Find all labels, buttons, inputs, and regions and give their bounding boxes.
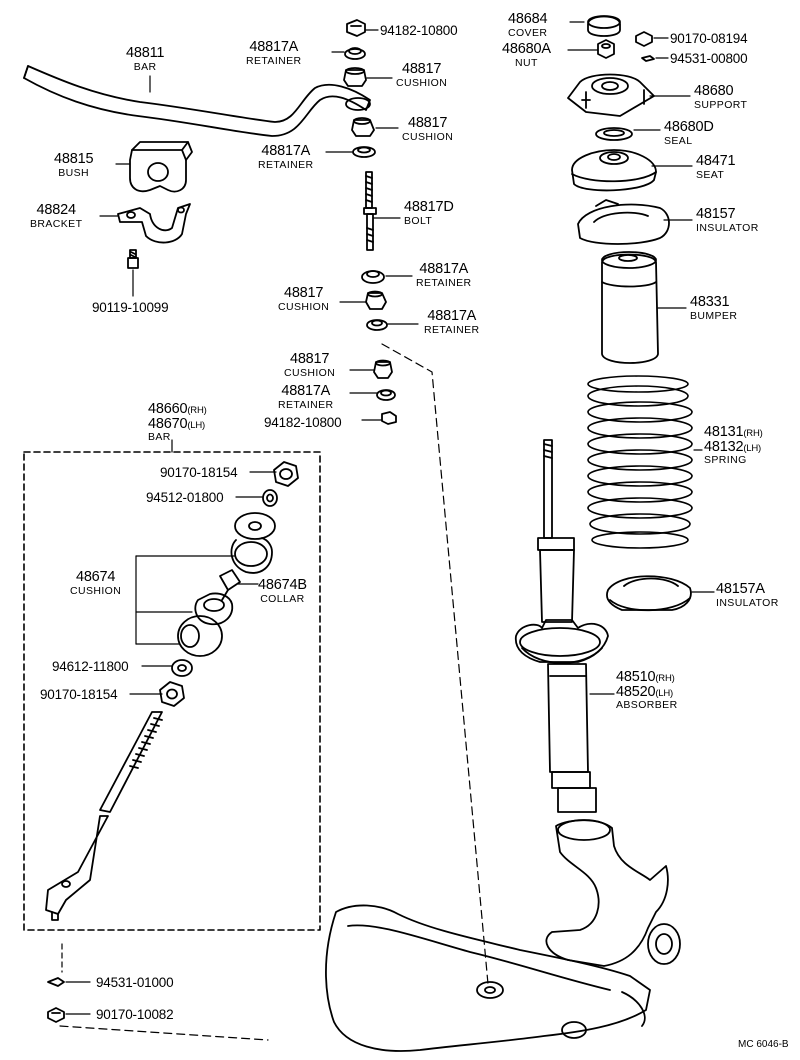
bush-drawing: [129, 141, 193, 193]
lower-control-arm-drawing: [325, 904, 651, 1052]
part-label-48331: 48331 BUMPER: [690, 294, 738, 322]
part-label-94182-top: 94182-10800: [380, 23, 458, 38]
part-label-90170-10082: 90170-10082: [96, 1007, 174, 1022]
part-label-48817-4: 48817 CUSHION: [284, 351, 336, 379]
stabilizer-bar-drawing: [23, 65, 371, 137]
part-label-94182-bottom: 94182-10800: [264, 415, 342, 430]
part-label-90170-18154-b: 90170-18154: [40, 687, 118, 702]
part-label-48680D: 48680D SEAL: [664, 119, 714, 147]
link-stack-drawing: [343, 19, 397, 425]
part-label-48817-2: 48817 CUSHION: [402, 115, 454, 143]
part-label-48157A: 48157A INSULATOR: [716, 581, 779, 609]
part-label-48660-48670: 48660(RH) 48670(LH) BAR: [148, 401, 207, 443]
lower-insulator-drawing: [606, 575, 692, 612]
part-label-48157: 48157 INSULATOR: [696, 206, 759, 234]
part-label-94531-00800: 94531-00800: [670, 51, 748, 66]
part-label-94612-11800: 94612-11800: [52, 659, 129, 674]
part-label-48680: 48680 SUPPORT: [694, 83, 748, 111]
part-label-90170-18154-a: 90170-18154: [160, 465, 238, 480]
part-label-48824: 48824 BRACKET: [30, 202, 83, 230]
part-label-48817A-2: 48817A RETAINER: [258, 143, 314, 171]
part-label-48817D: 48817D BOLT: [404, 199, 454, 227]
part-label-48817-1: 48817 CUSHION: [396, 61, 448, 89]
link-assembly-box: [23, 451, 321, 931]
part-label-48817A-3: 48817A RETAINER: [416, 261, 472, 289]
part-label-48674B: 48674B COLLAR: [258, 577, 307, 605]
strut-top-parts-drawing: [567, 15, 670, 364]
part-label-48811: 48811 BAR: [126, 45, 165, 73]
bolt-90119-drawing: [127, 249, 139, 269]
part-label-48684: 48684 COVER: [508, 11, 548, 39]
bracket-drawing: [117, 203, 191, 244]
part-label-48817A-4: 48817A RETAINER: [424, 308, 480, 336]
part-label-90119-10099: 90119-10099: [92, 300, 169, 315]
part-label-94512-01800: 94512-01800: [146, 490, 224, 505]
part-label-48817A-1: 48817A RETAINER: [246, 39, 302, 67]
part-label-48131-48132: 48131(RH) 48132(LH) SPRING: [704, 424, 763, 466]
small-parts-below-box: [47, 977, 65, 1023]
part-label-48510-48520: 48510(RH) 48520(LH) ABSORBER: [616, 669, 678, 711]
part-label-48471: 48471 SEAT: [696, 153, 736, 181]
part-label-94531-01000: 94531-01000: [96, 975, 174, 990]
part-label-48817-3: 48817 CUSHION: [278, 285, 330, 313]
shock-absorber-drawing: [514, 439, 681, 967]
part-label-90170-08194: 90170-08194: [670, 31, 748, 46]
coil-spring-drawing: [587, 375, 693, 549]
drawing-code: MC 6046-B: [738, 1039, 789, 1050]
link-assembly-drawing: [45, 461, 299, 921]
part-label-48815: 48815 BUSH: [54, 151, 94, 179]
part-label-48817A-5: 48817A RETAINER: [278, 383, 334, 411]
part-label-48680A: 48680A NUT: [502, 41, 551, 69]
part-label-48674: 48674 CUSHION: [70, 569, 122, 597]
